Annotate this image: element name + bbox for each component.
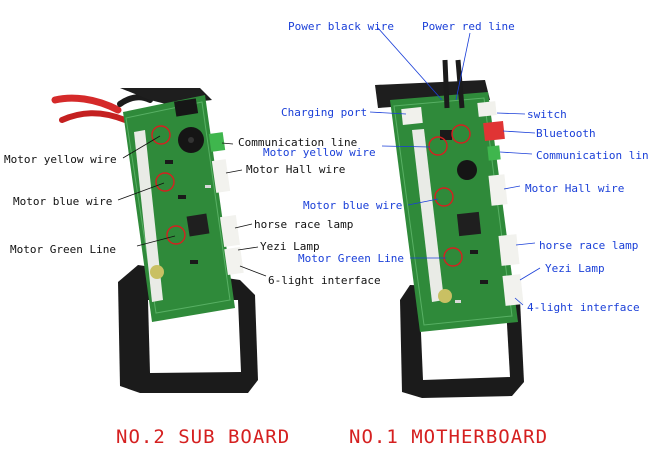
bluetooth-connector [483, 121, 505, 141]
mb-label-charging-port: Charging port [281, 106, 368, 119]
mb-label-power-black-wire: Power black wire [288, 20, 394, 33]
mb-label-yezi-lamp: Yezi Lamp [545, 262, 605, 275]
sub-label-communication-line: Communication line [238, 136, 358, 149]
motherboard [369, 27, 541, 398]
sub-label-motor-green-line: Motor Green Line [10, 243, 116, 256]
mb-label-switch: switch [527, 108, 567, 121]
capacitor [150, 265, 164, 279]
sub-board-leaders [117, 135, 267, 277]
motherboard-leaders [369, 27, 541, 306]
mb-label-power-red-line: Power red line [422, 20, 515, 33]
sub-board [51, 88, 267, 393]
caption-sub-board: NO.2 SUB BOARD [116, 426, 291, 448]
mb-label-horse-race-lamp: horse race lamp [539, 239, 639, 252]
red-wire-2 [59, 110, 128, 123]
motherboard-pcb [390, 59, 524, 332]
mb-label-motor-yellow-wire: Motor yellow wire [263, 146, 376, 159]
sub-label-motor-yellow-wire: Motor yellow wire [4, 153, 117, 166]
sub-board-pcb [123, 95, 244, 322]
mb-label-bluetooth: Bluetooth [536, 127, 596, 140]
mb-label-motor-green-line: Motor Green Line [298, 252, 404, 265]
mb-label-communication-line: Communication lin [536, 149, 649, 162]
mb-label-4-light-interface: 4-light interface [527, 301, 640, 314]
red-wire [51, 94, 122, 114]
mb-label-motor-blue-wire: Motor blue wire [303, 199, 403, 212]
sub-label-6-light-interface: 6-light interface [268, 274, 381, 287]
black-wire [117, 94, 153, 107]
caption-motherboard: NO.1 MOTHERBOARD [349, 426, 549, 448]
sub-label-motor-blue-wire: Motor blue wire [13, 195, 113, 208]
mb-label-motor-hall-wire: Motor Hall wire [525, 182, 625, 195]
sub-label-motor-hall-wire: Motor Hall wire [246, 163, 346, 176]
sub-label-yezi-lamp: Yezi Lamp [260, 240, 320, 253]
sub-label-horse-race-lamp: horse race lamp [254, 218, 354, 231]
